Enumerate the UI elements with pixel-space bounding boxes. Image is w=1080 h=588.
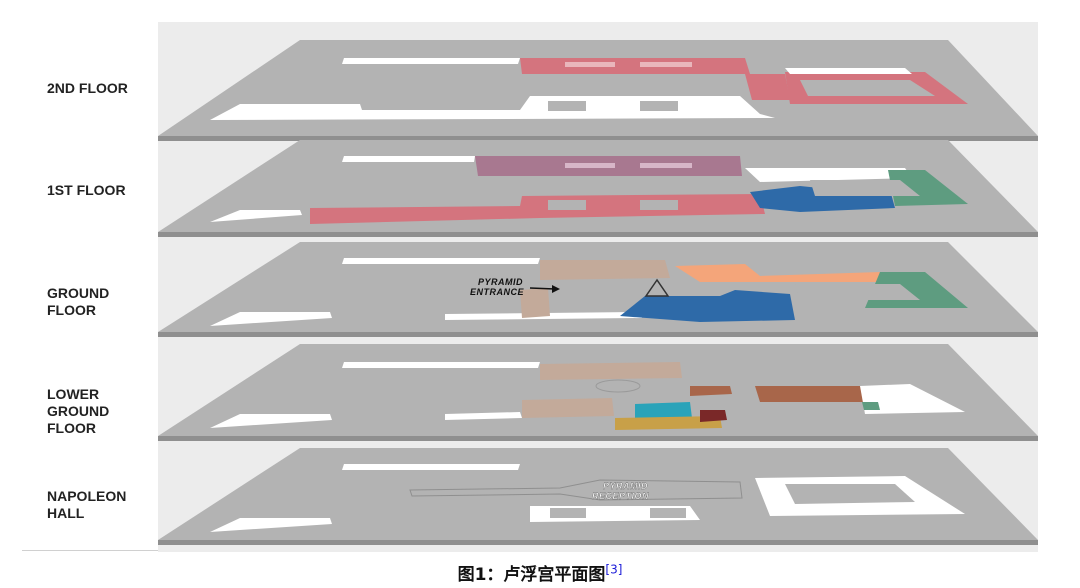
cour-carree-courtyard-2nd [800, 80, 935, 96]
entrance-arrow-head [552, 285, 560, 293]
floor-label-lower-ground: LOWER GROUND FLOOR [47, 386, 110, 436]
courtyard-1st-c [548, 200, 586, 210]
floor-slab-edge-ground [158, 332, 1038, 337]
pyramid-entrance-label-2: ENTRANCE [470, 287, 524, 297]
gallery-pink-2nd-b [745, 74, 790, 100]
gallery-tan-ground-b [520, 288, 550, 318]
floor-plans: PYRAMID ENTRANCE PYRAMID RECEPTION [158, 22, 1038, 552]
wing-south-lower [445, 412, 522, 420]
courtyard-napoleon-a [550, 508, 586, 518]
courtyard-2nd-c [548, 101, 586, 111]
wing-north-1st [342, 156, 475, 162]
pyramid-icon [644, 278, 670, 297]
wing-north-ground [342, 258, 540, 264]
gallery-green-1st [888, 170, 968, 206]
gallery-maroon-lower [700, 410, 727, 422]
cour-carree-lower [860, 384, 965, 414]
cour-carree-courtyard-ground [795, 284, 920, 300]
floor-plan-lower-ground [158, 344, 1038, 441]
gallery-blue-ground [620, 290, 795, 322]
gallery-teal-lower [635, 402, 692, 420]
cour-carree-courtyard-1st [810, 180, 920, 196]
courtyard-1st-a [565, 163, 615, 168]
wing-south-west-lower [210, 414, 332, 428]
floor-label-napoleon-hall: NAPOLEON HALL [47, 488, 127, 521]
napoleon-hall-corridor [409, 479, 743, 501]
baseline-divider [22, 550, 159, 551]
floor-label-ground: GROUND FLOOR [47, 285, 110, 318]
courtyard-2nd-a [565, 62, 615, 67]
wing-north-2nd [342, 58, 520, 64]
gallery-ochre-lower [615, 416, 722, 430]
courtyard-napoleon-b [650, 508, 686, 518]
gallery-tan-lower [540, 362, 682, 380]
gallery-green-lower [862, 402, 880, 410]
wing-south-west-ground [210, 312, 332, 326]
gallery-tan-lower-b [522, 398, 614, 418]
pyramid-entrance-label-1: PYRAMID [478, 277, 523, 287]
floor-plan-1st [158, 140, 1038, 237]
wing-south-2nd [210, 96, 775, 120]
pyramid-reception-label-2: RECEPTION [592, 491, 649, 501]
floor-slab-ground [158, 242, 1038, 332]
floor-label-1st: 1ST FLOOR [47, 182, 126, 198]
caption-reference-link[interactable]: [3] [605, 562, 623, 577]
courtyard-1st-d [640, 200, 678, 210]
entrance-arrow [529, 287, 556, 290]
floor-plan-2nd [158, 40, 1038, 141]
wing-north-napoleon [342, 464, 520, 470]
wing-north-lower [342, 362, 540, 368]
courtyard-2nd-b [640, 62, 692, 67]
gallery-brown-lower-a [690, 386, 732, 396]
floor-slab-edge-1st [158, 232, 1038, 237]
floor-plan-ground: PYRAMID ENTRANCE [158, 242, 1038, 337]
wing-south-west-1st [210, 210, 302, 222]
gallery-peach-ground [675, 264, 885, 282]
cour-carree-north-2nd [785, 68, 912, 74]
cour-carree-north-1st [745, 168, 912, 182]
figure-caption: 图1：卢浮宫平面图[3] [0, 560, 1080, 585]
gallery-brown-lower-b [755, 386, 866, 402]
pyramid-reception-label-1: PYRAMID [603, 481, 648, 491]
courtyard-1st-b [640, 163, 692, 168]
courtyard-2nd-d [640, 101, 678, 111]
floor-slab-edge-lower-ground [158, 436, 1038, 441]
caption-text: 图1：卢浮宫平面图 [457, 565, 606, 585]
floor-labels: 2ND FLOOR 1ST FLOOR GROUND FLOOR LOWER G… [0, 0, 160, 550]
cour-carree-courtyard-napoleon [785, 484, 915, 504]
floor-slab-napoleon-hall [158, 448, 1038, 540]
floor-plan-napoleon-hall: PYRAMID RECEPTION [158, 448, 1038, 545]
pyramid-outline-lower [595, 379, 641, 393]
gallery-pink-2nd [520, 58, 750, 74]
wing-south-west-napoleon [210, 518, 332, 532]
floor-slab-edge-2nd [158, 136, 1038, 141]
gallery-tan-ground [540, 260, 670, 280]
floor-slab-edge-napoleon-hall [158, 540, 1038, 545]
floor-label-2nd: 2ND FLOOR [47, 80, 128, 96]
